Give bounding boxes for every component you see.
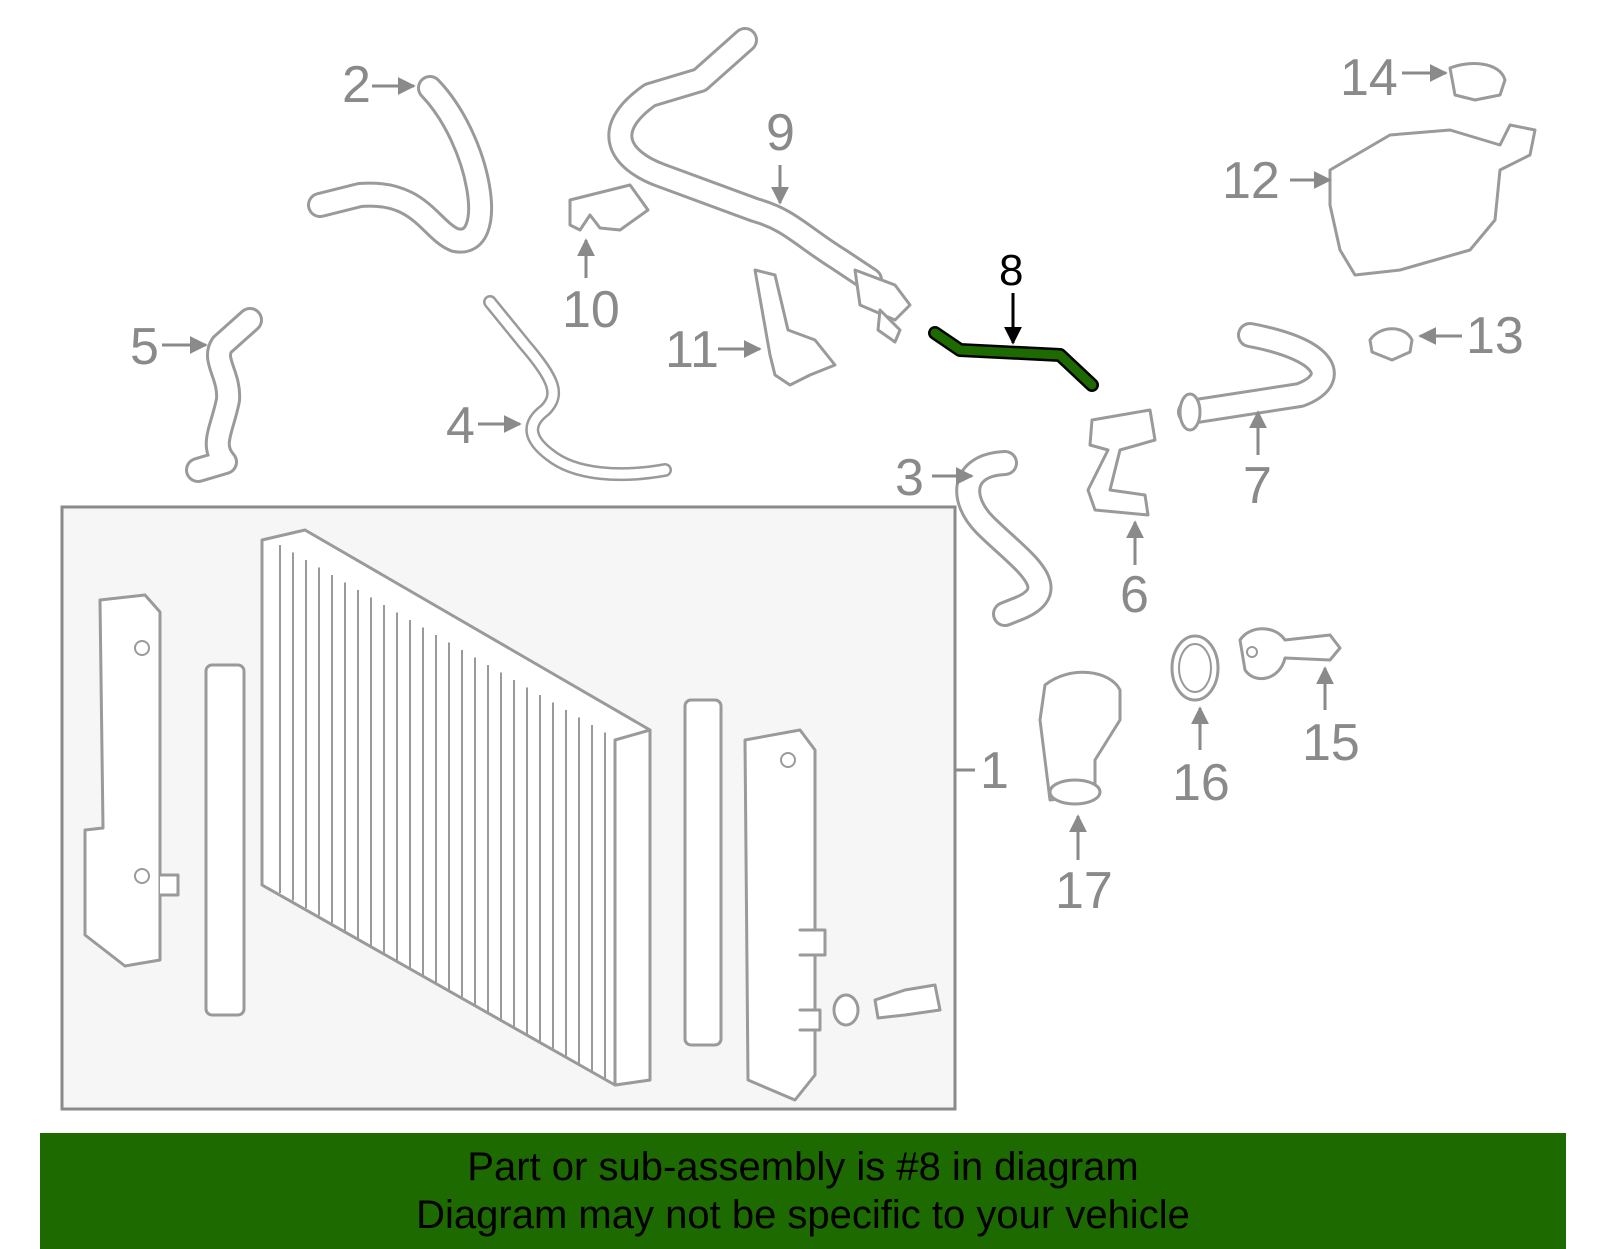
- callout-1: 1: [980, 742, 1009, 800]
- hose-9: [607, 27, 912, 344]
- radiator-assembly: [60, 505, 957, 1111]
- callout-2: 2: [342, 56, 371, 114]
- thermostat-15: [1238, 627, 1342, 680]
- callout-4: 4: [446, 397, 475, 455]
- hose-4: [483, 295, 672, 482]
- callout-13: 13: [1466, 307, 1524, 365]
- hose-7: [1177, 322, 1336, 432]
- callout-8: 8: [999, 246, 1023, 295]
- notice-line-1: Part or sub-assembly is #8 in diagram: [467, 1145, 1139, 1189]
- notice-banner: Part or sub-assembly is #8 in diagram Di…: [40, 1133, 1566, 1249]
- hose-8-highlighted: [928, 326, 1099, 392]
- hose-2: [307, 75, 494, 254]
- hose-5: [185, 307, 263, 483]
- bracket-11: [753, 268, 837, 387]
- callout-12: 12: [1222, 152, 1280, 210]
- radiator-core: [260, 528, 652, 1087]
- callout-5: 5: [130, 318, 159, 376]
- callout-6: 6: [1120, 566, 1149, 624]
- hose-3: [955, 450, 1053, 627]
- right-tank: [743, 728, 827, 1102]
- left-tank: [83, 593, 180, 968]
- outlet-17: [1038, 670, 1122, 806]
- drain-plug: [873, 983, 942, 1020]
- pipe-6: [1086, 408, 1157, 517]
- reservoir-12: [1328, 123, 1537, 277]
- callout-3: 3: [895, 449, 924, 507]
- drain-o-ring: [832, 993, 860, 1027]
- callout-10: 10: [562, 281, 620, 339]
- clip-10: [568, 183, 650, 232]
- notice-line-2: Diagram may not be specific to your vehi…: [416, 1193, 1190, 1237]
- grommet-13: [1368, 327, 1414, 362]
- right-seal: [683, 698, 723, 1047]
- callout-17: 17: [1055, 862, 1113, 920]
- left-seal: [204, 663, 246, 1017]
- callout-14: 14: [1340, 49, 1398, 107]
- cap-14: [1448, 62, 1507, 102]
- callout-11: 11: [665, 321, 719, 379]
- callout-16: 16: [1172, 754, 1230, 812]
- callout-9: 9: [766, 104, 795, 162]
- callout-7: 7: [1243, 457, 1272, 515]
- callout-15: 15: [1302, 714, 1360, 772]
